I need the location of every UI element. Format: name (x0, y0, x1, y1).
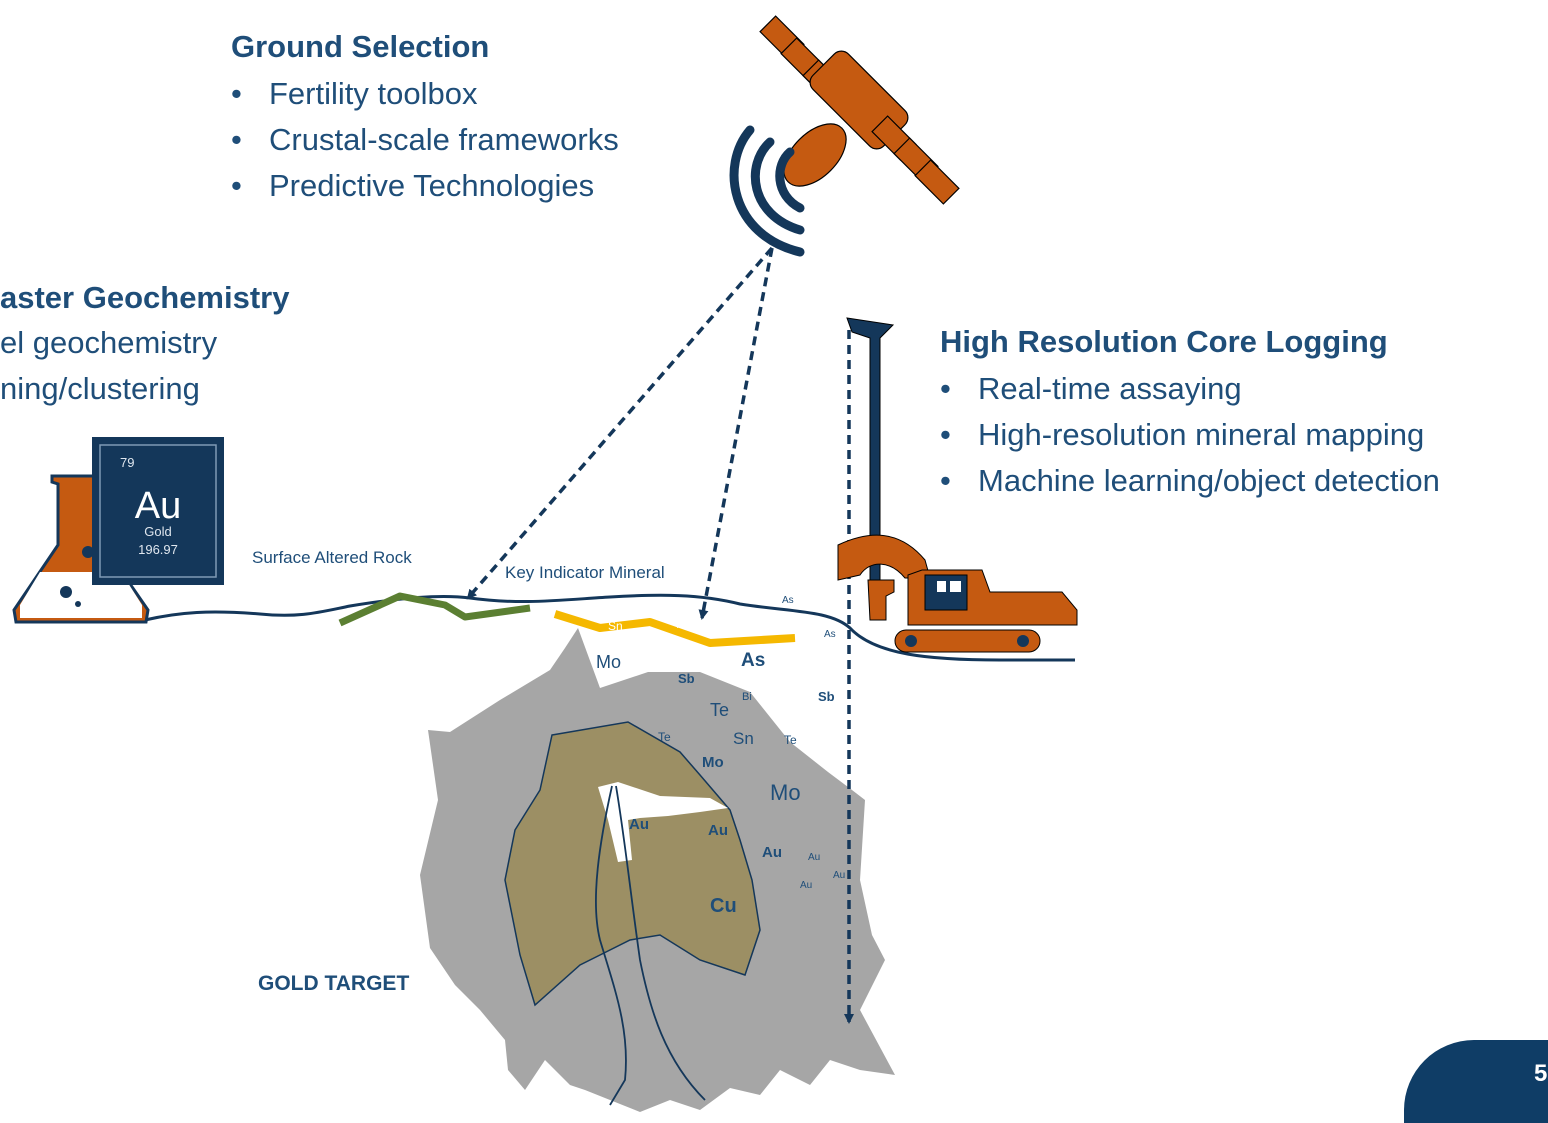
gold-element-tile-icon: 79 Au Gold 196.97 (92, 437, 224, 585)
satellite-signal-icon (729, 125, 805, 257)
ground-selection-title: Ground Selection (231, 29, 490, 64)
ground-selection-list: Fertility toolbox Crustal-scale framewor… (231, 71, 619, 209)
core-logging-title: High Resolution Core Logging (940, 324, 1388, 359)
element-label: Mo (596, 652, 621, 672)
element-label: Au (708, 822, 728, 839)
element-label: As (677, 620, 689, 631)
satellite-icon (759, 15, 960, 205)
element-label: Te (710, 700, 729, 720)
element-name: Gold (144, 524, 171, 539)
core-logging-item: High-resolution mineral mapping (940, 412, 1440, 458)
page-number: 5 (1534, 1060, 1548, 1087)
core-logging-item: Machine learning/object detection (940, 458, 1440, 504)
element-symbol: Au (135, 485, 181, 527)
element-number: 79 (120, 455, 134, 470)
element-label: Au (833, 870, 845, 881)
ground-selection-item: Fertility toolbox (231, 71, 619, 117)
element-label: Au (762, 844, 782, 861)
element-label: As (824, 629, 836, 640)
element-labels: As As Sn As Mo As Sb Bi Sb Te Te Sn Te M… (596, 595, 845, 917)
element-label: Te (784, 733, 797, 747)
surface-altered-rock-band (338, 592, 531, 627)
element-label: Sn (733, 729, 754, 748)
element-label: Au (629, 816, 649, 833)
element-label: Au (800, 880, 812, 891)
ground-surface-line (144, 593, 1075, 662)
element-label: Cu (710, 895, 737, 917)
ground-selection-item: Predictive Technologies (231, 163, 619, 209)
faster-geochemistry-list: el geochemistry ning/clustering (0, 320, 289, 412)
drill-rig-icon (837, 317, 1078, 653)
element-label: Sb (818, 689, 835, 704)
drill-trace-1 (595, 785, 627, 1106)
element-label: As (782, 595, 794, 606)
surface-altered-rock-label: Surface Altered Rock (252, 548, 412, 567)
ground-selection-panel: Ground Selection Fertility toolbox Crust… (231, 27, 619, 209)
signal-arrow-indicator-mineral (698, 247, 774, 620)
gold-target-label: GOLD TARGET (258, 972, 409, 995)
faster-geochemistry-item: ning/clustering (0, 371, 200, 406)
element-label: Au (808, 852, 820, 863)
faster-geochemistry-panel: aster Geochemistry el geochemistry ning/… (0, 278, 289, 412)
ore-void (598, 782, 728, 862)
core-logging-list: Real-time assaying High-resolution miner… (940, 366, 1440, 504)
element-label: Te (658, 730, 671, 744)
faster-geochemistry-title: aster Geochemistry (0, 280, 290, 315)
element-label: Mo (770, 780, 801, 805)
element-label: Bi (742, 691, 752, 703)
signal-arrow-altered-rock (466, 246, 774, 600)
core-logging-item: Real-time assaying (940, 366, 1440, 412)
element-mass: 196.97 (138, 542, 178, 557)
key-indicator-mineral-label: Key Indicator Mineral (505, 563, 665, 582)
core-logging-panel: High Resolution Core Logging Real-time a… (940, 322, 1440, 504)
element-label: Sb (678, 671, 695, 686)
element-label: Mo (702, 754, 724, 771)
ore-zone (504, 721, 761, 1007)
element-label: Sn (608, 619, 623, 633)
faster-geochemistry-item: el geochemistry (0, 325, 218, 360)
ground-selection-item: Crustal-scale frameworks (231, 117, 619, 163)
drill-trace-2 (615, 785, 706, 1101)
element-label: As (741, 650, 765, 671)
key-indicator-mineral-band (553, 610, 796, 647)
